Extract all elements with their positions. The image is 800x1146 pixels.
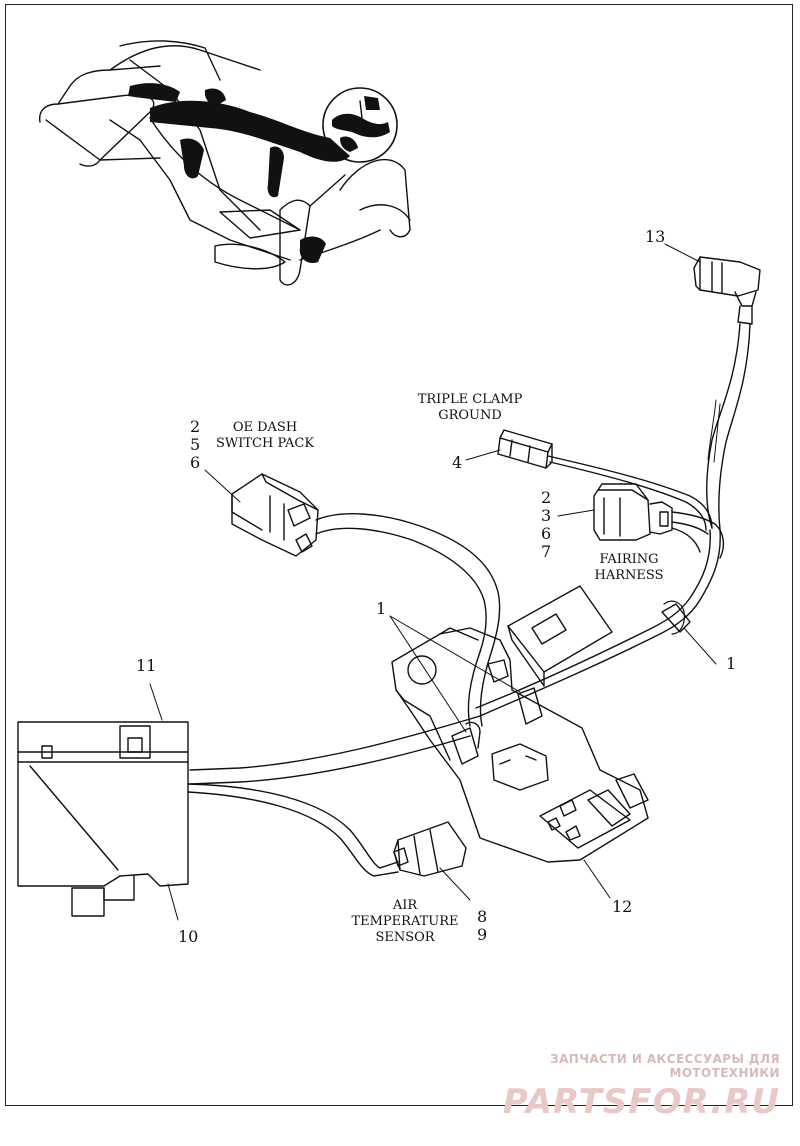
air-temperature-sensor-label: AIR TEMPERATURE SENSOR bbox=[345, 898, 465, 946]
watermark-tagline: ЗАПЧАСТИ И АКСЕССУАРЫ ДЛЯ МОТОТЕХНИКИ bbox=[550, 1052, 780, 1080]
callout-7: 7 bbox=[541, 542, 552, 561]
callout-air-temp: 8 9 bbox=[477, 908, 487, 944]
triple-clamp-ground-connector bbox=[497, 429, 713, 531]
triple-clamp-ground-line1: TRIPLE CLAMP bbox=[417, 392, 523, 407]
callout-13: 13 bbox=[645, 227, 666, 246]
air-temp-line2: TEMPERATURE bbox=[351, 914, 459, 929]
callout-12: 12 bbox=[612, 897, 633, 916]
callout-11: 11 bbox=[136, 656, 157, 675]
fairing-harness-line1: FAIRING bbox=[599, 552, 659, 567]
watermark: ЗАПЧАСТИ И АКСЕССУАРЫ ДЛЯ МОТОТЕХНИКИ PA… bbox=[480, 1052, 780, 1122]
callout-dash-switch-pack: 2 5 6 bbox=[190, 418, 200, 472]
callout-2: 2 bbox=[190, 417, 201, 436]
fairing-harness-label: FAIRING HARNESS bbox=[585, 552, 673, 584]
main-harness bbox=[189, 529, 721, 785]
bracket-12 bbox=[391, 585, 649, 863]
callout-fairing-harness: 2 3 6 7 bbox=[541, 489, 551, 561]
oe-dash-switch-pack-label: OE DASH SWITCH PACK bbox=[210, 420, 320, 452]
triple-clamp-ground-label: TRIPLE CLAMP GROUND bbox=[410, 392, 530, 424]
callout-1-left: 1 bbox=[376, 599, 387, 618]
fairing-harness-line2: HARNESS bbox=[594, 568, 664, 583]
callout-2b: 2 bbox=[541, 488, 552, 507]
callout-10: 10 bbox=[178, 927, 199, 946]
callout-8: 8 bbox=[477, 907, 488, 926]
callout-9: 9 bbox=[477, 925, 488, 944]
callout-6b: 6 bbox=[541, 524, 552, 543]
callout-1-right: 1 bbox=[726, 654, 737, 673]
motorcycle-frame-overview bbox=[39, 40, 411, 286]
fairing-harness-connector bbox=[593, 483, 725, 559]
diagram-frame bbox=[5, 4, 793, 1106]
air-temperature-sensor-connector bbox=[187, 783, 467, 877]
callout-3: 3 bbox=[541, 506, 552, 525]
housing-10-11 bbox=[17, 721, 189, 917]
callout-6: 6 bbox=[190, 453, 201, 472]
callout-5: 5 bbox=[190, 435, 201, 454]
triple-clamp-ground-line2: GROUND bbox=[438, 408, 502, 423]
connector-13 bbox=[693, 256, 761, 531]
watermark-logo: PARTSFOR.RU bbox=[502, 1082, 780, 1122]
leader-lines bbox=[149, 243, 717, 921]
air-temp-line1: AIR bbox=[392, 898, 418, 913]
callout-4: 4 bbox=[452, 453, 463, 472]
oe-dash-line1: OE DASH bbox=[232, 420, 298, 435]
oe-dash-line2: SWITCH PACK bbox=[215, 436, 315, 451]
air-temp-line3: SENSOR bbox=[375, 930, 435, 945]
oe-dash-switch-pack-connector bbox=[231, 473, 501, 727]
